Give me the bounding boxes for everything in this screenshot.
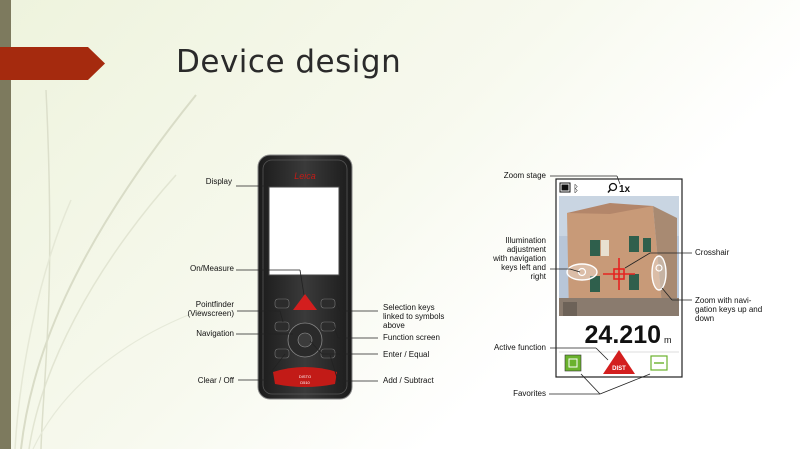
measurement-unit: m [664,335,672,345]
distance-meter-device: Leica DISTO D510 [257,154,353,400]
label-selection-keys: Selection keys linked to symbols above [383,303,445,330]
device-screen-closeup: ᛒ 1x 24.210 m DIST [555,178,683,378]
pointfinder-button[interactable] [274,321,290,332]
title-accent-flag [0,47,105,80]
active-function-label: DIST [612,366,626,372]
label-navigation: Navigation [196,329,234,338]
device-model-label: D510 [300,380,310,385]
device-disto-label: DISTO [299,374,311,379]
function-screen-button[interactable] [320,321,336,332]
crosshair-icon [603,258,635,290]
zoom-value: 1x [619,184,631,195]
label-function-screen: Function screen [383,333,440,342]
label-clear-off: Clear / Off [197,376,234,385]
label-zoom-stage: Zoom stage [503,171,546,180]
device-red-plate [273,367,337,387]
bluetooth-icon: ᛒ [573,184,579,195]
device-brand-logo: Leica [294,171,316,181]
label-crosshair: Crosshair [695,248,730,257]
viewfinder-image [559,196,679,316]
zoom-slider-control[interactable] [651,255,667,291]
label-enter-equal: Enter / Equal [383,350,430,359]
label-illumination: Illumination adjustment with navigation … [493,236,546,281]
label-active-function: Active function [493,343,546,352]
selection-key-right[interactable] [320,298,336,309]
measurement-value: 24.210 [585,321,661,349]
enter-button[interactable] [297,332,313,348]
label-zoom-with-nav: Zoom with navi- gation keys up and down [695,296,763,323]
zoom-slider-icon [655,264,663,272]
illumination-sun-icon [577,267,587,277]
device-display [268,186,340,276]
on-measure-button[interactable] [293,294,317,310]
label-favorites: Favorites [513,389,546,398]
active-function-icon[interactable] [603,350,635,374]
label-add-subtract: Add / Subtract [383,376,434,385]
zoom-icon [608,182,618,192]
label-on-measure: On/Measure [189,264,234,273]
illumination-control[interactable] [566,263,598,281]
label-display: Display [205,177,232,186]
decorative-grass [14,89,202,449]
sidebar-bar [0,0,11,449]
battery-icon [559,182,571,193]
slide-title: Device design [176,44,402,80]
label-pointfinder: Pointfinder (Viewscreen) [187,300,234,318]
selection-key-left[interactable] [274,298,290,309]
